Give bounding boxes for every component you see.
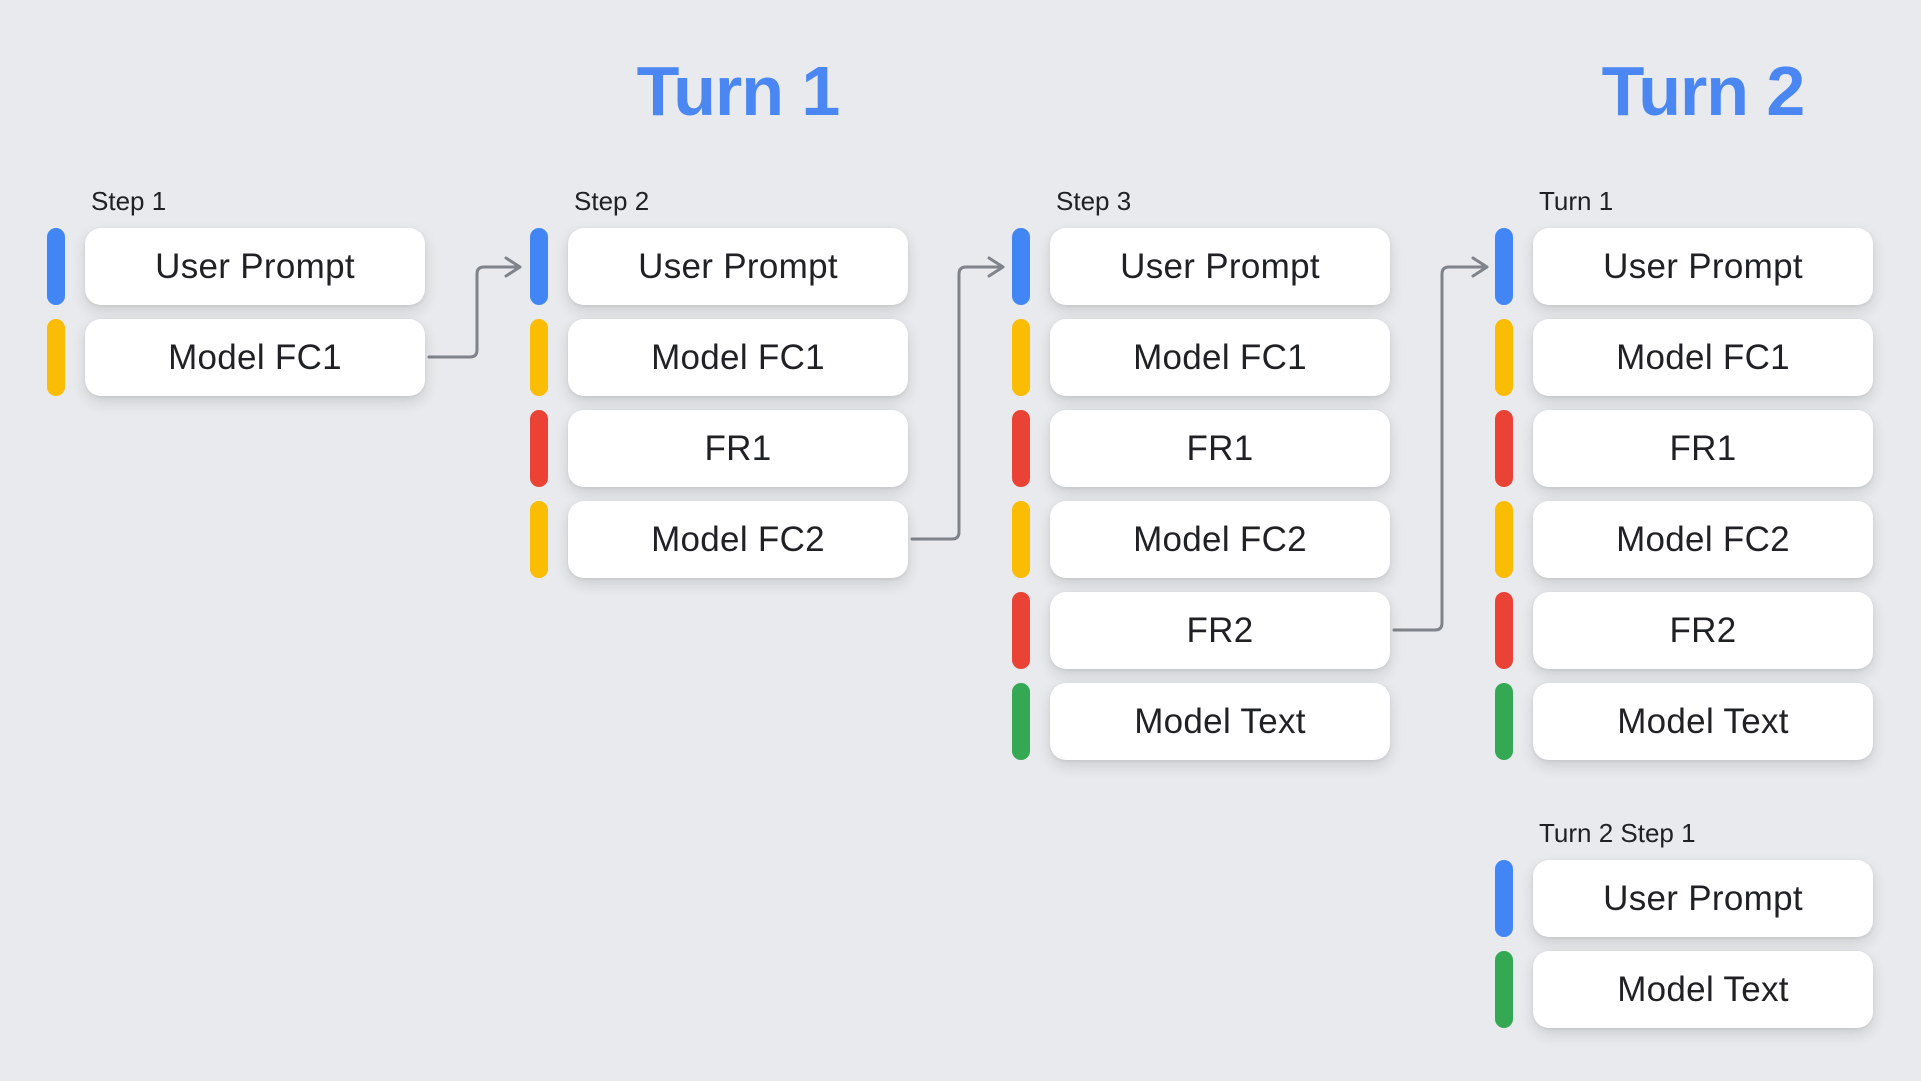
model-text-color-bar [1495,683,1513,760]
card-fr2: FR2 [1050,592,1390,669]
card-model-fc1: Model FC1 [1533,319,1873,396]
column-label: Step 2 [574,186,650,216]
card-label: Model FC1 [168,337,342,377]
card-model-fc1: Model FC1 [85,319,425,396]
user-prompt-color-bar [530,228,548,305]
turn-1-title: Turn 1 [636,52,841,130]
connector-arrow-step2-to-step3 [910,256,1005,541]
list-item: FR1 [1495,410,1873,487]
model-text-color-bar [1495,951,1513,1028]
card-user-prompt: User Prompt [1533,860,1873,937]
model-fc2-color-bar [530,501,548,578]
card-label: Model Text [1617,969,1789,1009]
turn-2-title: Turn 2 [1601,52,1806,130]
card-user-prompt: User Prompt [1533,228,1873,305]
list-item: Model FC1 [47,319,425,396]
fr2-color-bar [1495,592,1513,669]
model-fc1-color-bar [1012,319,1030,396]
list-item: Model FC1 [530,319,908,396]
list-item: User Prompt [530,228,908,305]
list-item: Model FC2 [1495,501,1873,578]
column-step-1: Step 1 User Prompt Model FC1 [47,186,425,410]
column-step-2: Step 2 User Prompt Model FC1 FR1 Model F… [530,186,908,592]
card-label: Model Text [1134,701,1306,741]
model-fc1-color-bar [47,319,65,396]
card-label: User Prompt [155,246,355,286]
column-step-3: Step 3 User Prompt Model FC1 FR1 Model F… [1012,186,1390,774]
column-label: Turn 1 [1539,186,1614,216]
card-label: Model FC2 [1616,519,1790,559]
model-fc1-color-bar [530,319,548,396]
card-label: Model FC1 [1133,337,1307,377]
list-item: Model Text [1012,683,1390,760]
card-user-prompt: User Prompt [1050,228,1390,305]
fr1-color-bar [1495,410,1513,487]
list-item: User Prompt [1495,228,1873,305]
card-label: FR2 [1669,610,1737,650]
card-label: FR1 [704,428,772,468]
list-item: Model FC1 [1495,319,1873,396]
card-model-text: Model Text [1050,683,1390,760]
column-label: Step 1 [91,186,167,216]
list-item: Model FC2 [1012,501,1390,578]
card-model-text: Model Text [1533,951,1873,1028]
fr2-color-bar [1012,592,1030,669]
card-label: FR1 [1186,428,1254,468]
card-label: User Prompt [1120,246,1320,286]
list-item: User Prompt [47,228,425,305]
model-fc1-color-bar [1495,319,1513,396]
card-model-fc1: Model FC1 [568,319,908,396]
user-prompt-color-bar [1495,228,1513,305]
card-label: Model FC1 [1616,337,1790,377]
card-model-fc2: Model FC2 [1533,501,1873,578]
column-label: Step 3 [1056,186,1132,216]
list-item: Model Text [1495,683,1873,760]
model-fc2-color-bar [1012,501,1030,578]
connector-arrow-step3-to-turn1 [1392,256,1489,632]
list-item: Model FC1 [1012,319,1390,396]
card-fr1: FR1 [568,410,908,487]
list-item: User Prompt [1012,228,1390,305]
card-model-fc2: Model FC2 [568,501,908,578]
user-prompt-color-bar [1012,228,1030,305]
card-fr1: FR1 [1050,410,1390,487]
card-label: FR1 [1669,428,1737,468]
card-model-fc1: Model FC1 [1050,319,1390,396]
user-prompt-color-bar [47,228,65,305]
list-item: FR1 [1012,410,1390,487]
card-model-fc2: Model FC2 [1050,501,1390,578]
card-label: Model Text [1617,701,1789,741]
card-label: FR2 [1186,610,1254,650]
fr1-color-bar [1012,410,1030,487]
card-fr2: FR2 [1533,592,1873,669]
card-label: Model FC2 [651,519,825,559]
card-user-prompt: User Prompt [568,228,908,305]
card-label: Model FC2 [1133,519,1307,559]
card-model-text: Model Text [1533,683,1873,760]
column-label: Turn 2 Step 1 [1539,818,1696,848]
list-item: Model FC2 [530,501,908,578]
card-fr1: FR1 [1533,410,1873,487]
list-item: FR2 [1495,592,1873,669]
card-user-prompt: User Prompt [85,228,425,305]
list-item: FR2 [1012,592,1390,669]
card-label: User Prompt [638,246,838,286]
card-label: User Prompt [1603,246,1803,286]
connector-arrow-step1-to-step2 [427,256,522,359]
card-label: User Prompt [1603,878,1803,918]
column-turn-1: Turn 1 User Prompt Model FC1 FR1 Model F… [1495,186,1873,774]
column-turn-2-step-1: Turn 2 Step 1 User Prompt Model Text [1495,818,1873,1042]
model-fc2-color-bar [1495,501,1513,578]
model-text-color-bar [1012,683,1030,760]
card-label: Model FC1 [651,337,825,377]
user-prompt-color-bar [1495,860,1513,937]
list-item: Model Text [1495,951,1873,1028]
list-item: User Prompt [1495,860,1873,937]
fr1-color-bar [530,410,548,487]
list-item: FR1 [530,410,908,487]
